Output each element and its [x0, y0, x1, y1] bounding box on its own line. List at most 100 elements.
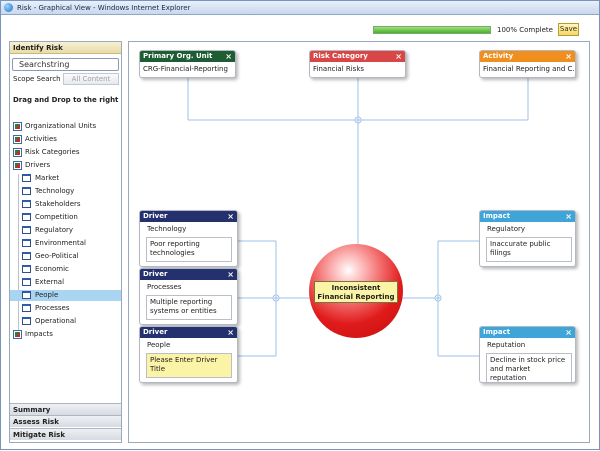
tree-item-drivers[interactable]: Drivers — [13, 160, 118, 171]
impact-description[interactable]: Inaccurate public filings — [486, 237, 572, 262]
close-icon[interactable]: × — [227, 270, 234, 279]
summary-section[interactable]: Summary — [10, 403, 121, 415]
tree-item-label: Environmental — [35, 239, 86, 247]
driver-description[interactable]: Multiple reporting systems or entities — [146, 295, 232, 320]
driver-card-processes[interactable]: Driver× Processes Multiple reporting sys… — [139, 268, 238, 325]
tree-connector-line — [18, 174, 19, 331]
expand-plus-icon — [13, 122, 22, 131]
tree-item-geo-political[interactable]: Geo-Political — [22, 251, 119, 262]
tree-item-label: Technology — [35, 187, 75, 195]
impact-name: Reputation — [487, 341, 526, 349]
progress-fill — [374, 27, 490, 33]
card-header: Driver × — [140, 269, 237, 280]
tree-item-label: People — [35, 291, 59, 299]
activity-value: Financial Reporting and C... — [483, 65, 576, 73]
tree-item-label: Stakeholders — [35, 200, 81, 208]
driver-card-people[interactable]: Driver× People Please Enter Driver Title — [139, 326, 238, 383]
drag-drop-hint: Drag and Drop to the right to add — [13, 96, 120, 104]
card-header: Risk Category× — [310, 51, 405, 62]
close-icon[interactable]: × — [227, 328, 234, 337]
close-icon[interactable]: × — [225, 52, 232, 61]
org-unit-value: CRG-Financial-Reporting — [143, 65, 228, 73]
identify-risk-header[interactable]: Identify Risk — [10, 42, 121, 54]
card-header: Primary Org. Unit × — [140, 51, 235, 62]
card-title: Impact — [483, 212, 511, 220]
card-title: Activity — [483, 52, 514, 60]
card-header: Driver× — [140, 327, 237, 338]
tree-item-stakeholders[interactable]: Stakeholders — [22, 199, 119, 210]
card-header: Impact× — [480, 327, 575, 338]
card-title: Driver — [143, 270, 168, 278]
mitigate-risk-section[interactable]: Mitigate Risk — [10, 428, 121, 440]
tree-item-label: Processes — [35, 304, 70, 312]
internet-explorer-icon — [4, 3, 13, 12]
expand-plus-icon — [13, 330, 22, 339]
tree-item-operational[interactable]: Operational — [22, 316, 119, 327]
driver-node-icon — [22, 200, 31, 208]
impact-name: Regulatory — [487, 225, 526, 233]
assess-risk-section[interactable]: Assess Risk — [10, 415, 121, 427]
tree-item-label: Drivers — [25, 161, 51, 169]
risk-category-card[interactable]: Risk Category× Financial Risks — [309, 50, 406, 78]
tree-item-market[interactable]: Market — [22, 173, 119, 184]
driver-node-icon — [22, 239, 31, 247]
activity-card[interactable]: Activity × Financial Reporting and C... — [479, 50, 576, 78]
tree-item-environmental[interactable]: Environmental — [22, 238, 119, 249]
close-icon[interactable]: × — [565, 328, 572, 337]
tree-item-people[interactable]: People — [10, 290, 121, 301]
tree-item-competition[interactable]: Competition — [22, 212, 119, 223]
tree-item-label: Economic — [35, 265, 69, 273]
progress-bar — [373, 26, 491, 34]
driver-node-icon — [22, 226, 31, 234]
tree-item-impacts[interactable]: Impacts — [13, 329, 118, 340]
expand-plus-icon — [13, 148, 22, 157]
tree-item-label: Regulatory — [35, 226, 74, 234]
close-icon[interactable]: × — [565, 52, 572, 61]
card-header: Driver× — [140, 211, 237, 222]
tree-item-activities[interactable]: Activities — [13, 134, 118, 145]
driver-card-technology[interactable]: Driver× Technology Poor reporting techno… — [139, 210, 238, 267]
primary-org-unit-card[interactable]: Primary Org. Unit × CRG-Financial-Reporti… — [139, 50, 236, 78]
window-title: Risk - Graphical View - Windows Internet… — [17, 3, 191, 12]
driver-node-icon — [22, 252, 31, 260]
progress-label: 100% Complete — [497, 26, 553, 34]
driver-node-icon — [22, 278, 31, 286]
tree-item-label: External — [35, 278, 65, 286]
tree-item-regulatory[interactable]: Regulatory — [22, 225, 119, 236]
driver-node-icon — [22, 187, 31, 195]
driver-name: People — [147, 341, 171, 349]
driver-node-icon — [22, 317, 31, 325]
tree-item-label: Activities — [25, 135, 57, 143]
scope-search-label: Scope Search — [13, 75, 61, 83]
card-title: Primary Org. Unit — [143, 52, 213, 60]
tree-item-economic[interactable]: Economic — [22, 264, 119, 275]
driver-description[interactable]: Poor reporting technologies — [146, 237, 232, 262]
risk-category-value: Financial Risks — [313, 65, 365, 73]
driver-node-icon — [22, 174, 31, 182]
impact-card-regulatory[interactable]: Impact × Regulatory Inaccurate public fil… — [479, 210, 576, 267]
driver-node-icon — [22, 265, 31, 273]
tree-item-processes[interactable]: Processes — [22, 303, 119, 314]
scope-all-content-button[interactable]: All Content — [63, 73, 119, 85]
close-icon[interactable]: × — [395, 52, 402, 61]
tree-item-external[interactable]: External — [22, 277, 119, 288]
driver-title-input[interactable]: Please Enter Driver Title — [146, 353, 232, 378]
tree-item-label: Impacts — [25, 330, 53, 338]
close-icon[interactable]: × — [227, 212, 234, 221]
search-input[interactable]: Searchstring — [12, 58, 119, 71]
left-panel: Identify Risk Searchstring Scope Search … — [9, 41, 122, 443]
close-icon[interactable]: × — [565, 212, 572, 221]
tree-item-risk-categories[interactable]: Risk Categories — [13, 147, 118, 158]
impact-card-reputation[interactable]: Impact× Reputation Decline in stock pric… — [479, 326, 576, 383]
top-toolbar — [1, 15, 599, 41]
tree-item-label: Geo-Political — [35, 252, 79, 260]
tree-item-technology[interactable]: Technology — [22, 186, 119, 197]
risk-title[interactable]: Inconsistent Financial Reporting — [314, 281, 398, 303]
card-header: Impact × — [480, 211, 575, 222]
tree-item-organizational-units[interactable]: Organizational Units — [13, 121, 118, 132]
impact-description[interactable]: Decline in stock price and market reputa… — [486, 353, 572, 382]
tree-item-label: Market — [35, 174, 60, 182]
save-button[interactable]: Save — [558, 23, 579, 36]
